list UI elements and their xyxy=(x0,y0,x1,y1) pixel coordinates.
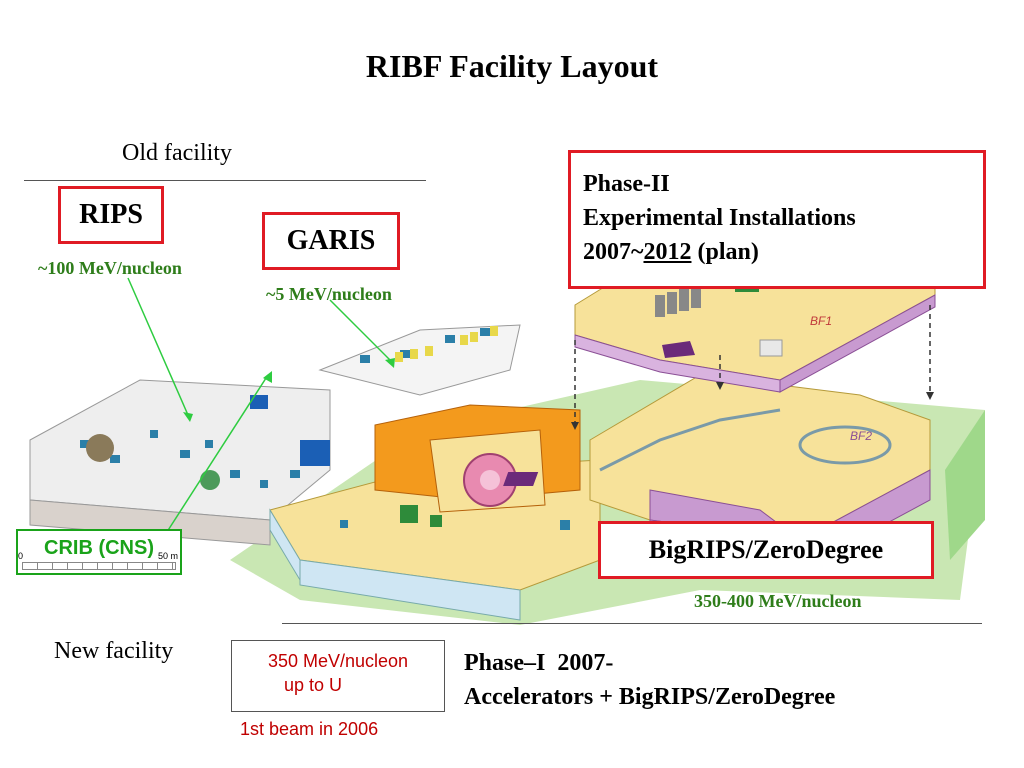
page-title: RIBF Facility Layout xyxy=(365,48,659,84)
bf2-label: BF2 xyxy=(850,429,872,443)
bigrips-frame: BigRIPS/ZeroDegree xyxy=(598,521,934,579)
garis-magnets xyxy=(395,326,498,362)
phase2-line3: 2007~2012 (plan) xyxy=(583,239,759,265)
rips-energy: ~100 MeV/nucleon xyxy=(38,258,182,278)
garis-hall xyxy=(318,324,521,396)
crib-frame: CRIB (CNS) 0 50 m xyxy=(16,529,182,575)
rips-frame: RIPS xyxy=(58,186,164,244)
garis-frame: GARIS xyxy=(262,212,400,270)
bigrips-beamline xyxy=(599,408,781,472)
rips-arrow xyxy=(127,277,189,416)
crib-arrow xyxy=(164,374,269,536)
scale-start: 0 xyxy=(18,551,24,561)
bigrips-label: BigRIPS/ZeroDegree xyxy=(648,535,884,564)
new-facility-heading: New facility xyxy=(54,638,174,664)
garis-arrow xyxy=(329,299,393,363)
old-facility-divider xyxy=(24,180,426,181)
bf1-label: BF1 xyxy=(810,314,832,328)
phase1-text: Phase–I 2007- Accelerators + BigRIPS/Zer… xyxy=(464,646,835,714)
phase1-line1: Phase–I 2007- xyxy=(464,650,614,676)
old-cyclotrons xyxy=(86,434,220,490)
ground-edge xyxy=(945,410,985,560)
garis-energy: ~5 MeV/nucleon xyxy=(266,284,392,304)
beam-energy: 350 MeV/nucleon xyxy=(267,651,409,671)
garis-label: GARIS xyxy=(286,225,376,256)
new-magnets xyxy=(340,505,570,530)
beam-info-box: 350 MeV/nucleon up to U xyxy=(231,640,445,712)
phase1-line2: Accelerators + BigRIPS/ZeroDegree xyxy=(464,684,836,710)
scale-end: 50 m xyxy=(157,551,178,561)
crib-label: CRIB (CNS) xyxy=(44,537,154,559)
phase2-line1: Phase-II xyxy=(583,171,670,197)
new-facility-divider xyxy=(282,623,982,624)
phase2-frame: Phase-II Experimental Installations 2007… xyxy=(568,150,986,289)
beam-species: up to U xyxy=(284,675,343,695)
phase2-line2: Experimental Installations xyxy=(583,205,856,231)
bf2-ring xyxy=(798,425,892,465)
phase2-year: 2012 xyxy=(643,239,692,265)
first-beam: 1st beam in 2006 xyxy=(240,719,379,739)
bigrips-energy: 350-400 MeV/nucleon xyxy=(694,591,862,611)
rips-label: RIPS xyxy=(79,199,143,230)
scale-bar xyxy=(22,562,176,570)
old-facility-heading: Old facility xyxy=(122,140,232,166)
old-beamline-magnets xyxy=(80,328,490,488)
